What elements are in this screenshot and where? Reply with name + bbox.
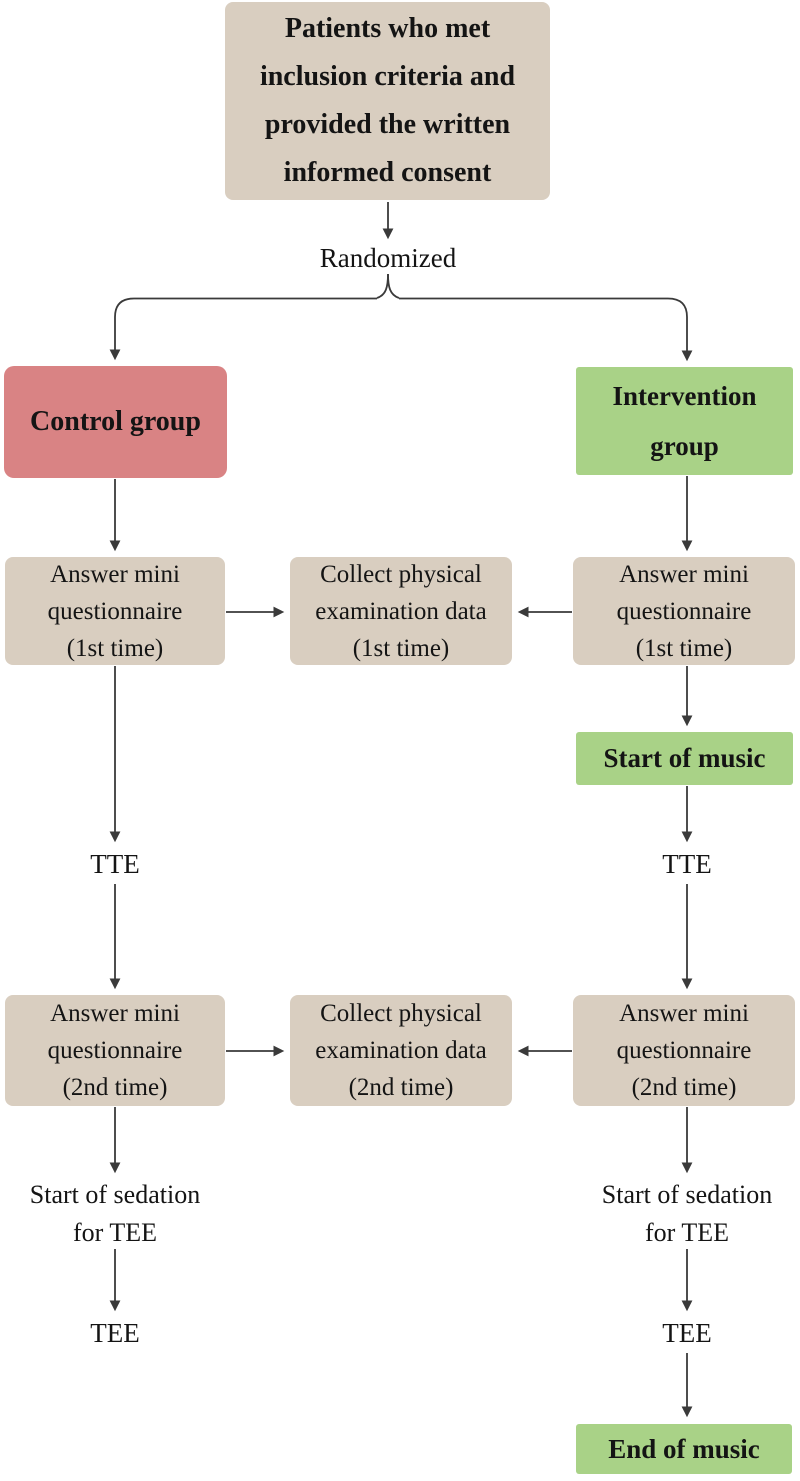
answer-questionnaire-2nd-intervention-box: Answer mini questionnaire (2nd time): [573, 995, 795, 1106]
intervention-group-box: Intervention group: [576, 367, 793, 475]
tee-intervention-label: TEE: [662, 1317, 712, 1348]
end-of-music-box: End of music: [576, 1424, 792, 1474]
control-group-box: Control group: [4, 366, 227, 478]
randomized-split-brace: [109, 273, 693, 362]
answer-questionnaire-1st-control-box: Answer mini questionnaire (1st time): [5, 557, 225, 665]
start-sedation-control-label: Start of sedation for TEE: [29, 1180, 201, 1247]
collect-exam-data-2nd-box: Collect physical examination data (2nd t…: [290, 995, 512, 1106]
answer-questionnaire-2nd-control-box: Answer mini questionnaire (2nd time): [5, 995, 225, 1106]
answer-questionnaire-1st-intervention-box: Answer mini questionnaire (1st time): [573, 557, 795, 665]
start-sedation-intervention-label: Start of sedation for TEE: [601, 1180, 773, 1247]
tee-control-label: TEE: [90, 1317, 140, 1348]
patients-inclusion-box: Patients who met inclusion criteria and …: [225, 2, 550, 200]
randomized-label: Randomized: [319, 242, 457, 273]
start-of-music-box: Start of music: [576, 732, 793, 785]
tte-control-label: TTE: [90, 848, 140, 879]
tte-intervention-label: TTE: [662, 848, 712, 879]
collect-exam-data-1st-box: Collect physical examination data (1st t…: [290, 557, 512, 665]
